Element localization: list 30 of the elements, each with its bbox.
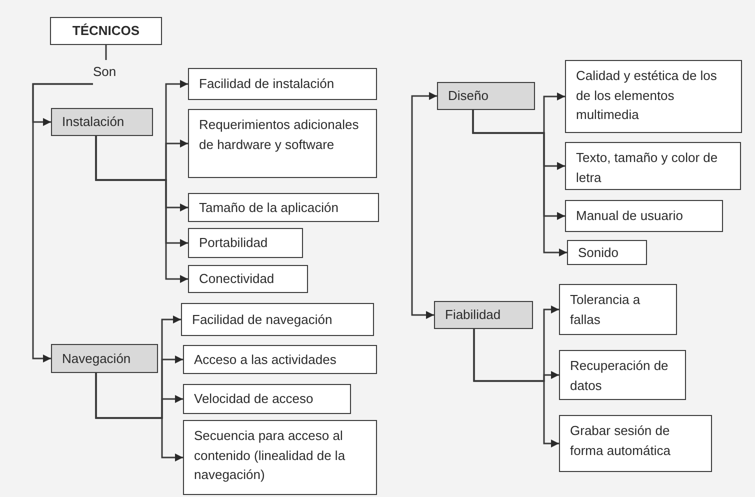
- arrow: [95, 373, 183, 462]
- item-box: Tolerancia a fallas: [559, 284, 677, 335]
- item-box: Texto, tamaño y color de letra: [565, 142, 741, 190]
- item-box: Grabar sesión de forma automática: [559, 415, 712, 472]
- arrow: [473, 329, 559, 448]
- arrow: [411, 207, 434, 319]
- arrow: [95, 136, 188, 283]
- arrow: [411, 92, 437, 207]
- title-box: TÉCNICOS: [50, 17, 162, 45]
- item-box: Requerimientos adicionales de hardware y software: [188, 109, 377, 178]
- item-box: Tamaño de la aplicación: [188, 193, 379, 222]
- item-box: Manual de usuario: [565, 200, 723, 232]
- item-box: Facilidad de navegación: [181, 303, 374, 336]
- item-box: Facilidad de instalación: [188, 68, 377, 100]
- item-box: Secuencia para acceso al contenido (linealidad de la navegación): [183, 420, 377, 495]
- item-box: Portabilidad: [188, 228, 303, 258]
- category-box: Instalación: [51, 108, 153, 136]
- item-box: Recuperación de datos: [559, 350, 686, 400]
- category-box: Diseño: [437, 82, 535, 110]
- item-box: Calidad y estética de los de los elementos multimedia: [565, 60, 742, 133]
- category-box: Navegación: [51, 344, 158, 373]
- connector-word: Son: [93, 63, 116, 82]
- item-box: Sonido: [567, 240, 647, 265]
- category-box: Fiabilidad: [434, 301, 533, 329]
- item-box: Acceso a las actividades: [183, 345, 377, 374]
- arrow: [472, 110, 567, 256]
- connector-line: [105, 45, 107, 60]
- item-box: Velocidad de acceso: [183, 384, 351, 414]
- item-box: Conectividad: [188, 265, 308, 293]
- arrow: [32, 83, 93, 362]
